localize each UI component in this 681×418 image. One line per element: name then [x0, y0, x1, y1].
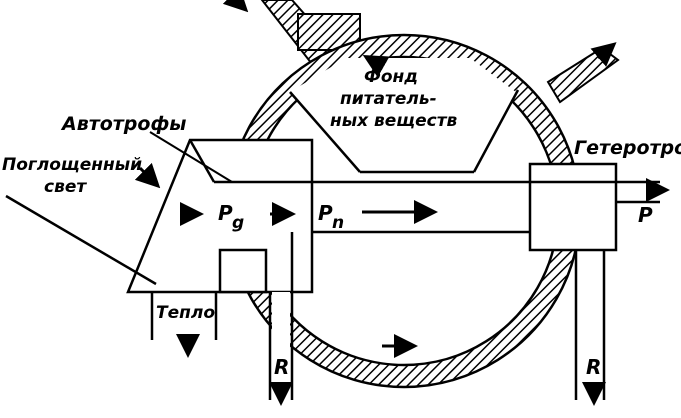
autotroph-respiration-pipe — [218, 232, 294, 402]
absorbed-light-label-line2: свет — [44, 177, 87, 197]
autotrophs-label: Автотрофы — [60, 113, 187, 135]
nutrient-pool-label-line1: Фонд — [364, 67, 418, 87]
heterotrophs-box — [528, 162, 660, 402]
r-autotrophs-symbol: R — [274, 355, 289, 379]
light-arrow — [134, 162, 161, 189]
nutrient-cycle-ring — [226, 33, 582, 389]
absorbed-light-label-line1: Поглощенный — [2, 155, 142, 175]
flow-arrows — [134, 0, 670, 406]
r-heterotrophs-symbol: R — [586, 355, 601, 379]
nutrient-pool-channel — [289, 58, 520, 174]
svg-text:P: P — [218, 201, 233, 225]
pn-symbol: P n — [318, 201, 344, 233]
svg-text:g: g — [232, 213, 244, 233]
autotrophs-leader — [149, 131, 233, 183]
top-inlet-arrow — [222, 0, 249, 13]
heat-label: Тепло — [156, 303, 215, 323]
pg-symbol: P g — [218, 201, 244, 233]
top-outlet-arrow — [590, 42, 617, 67]
svg-text:P: P — [318, 201, 333, 225]
nutrient-pool-label-line2: питатель- — [340, 89, 437, 109]
p-out-symbol: P — [638, 203, 653, 227]
heterotrophs-label: Гетеротрофы — [574, 137, 681, 159]
pool-arrow — [362, 55, 390, 78]
absorbed-light-line — [5, 194, 157, 286]
svg-text:n: n — [332, 213, 344, 233]
nutrient-pool-label-line3: ных веществ — [330, 111, 458, 131]
heat-outlet — [150, 292, 218, 340]
top-right-outlet-pipe — [546, 46, 620, 104]
